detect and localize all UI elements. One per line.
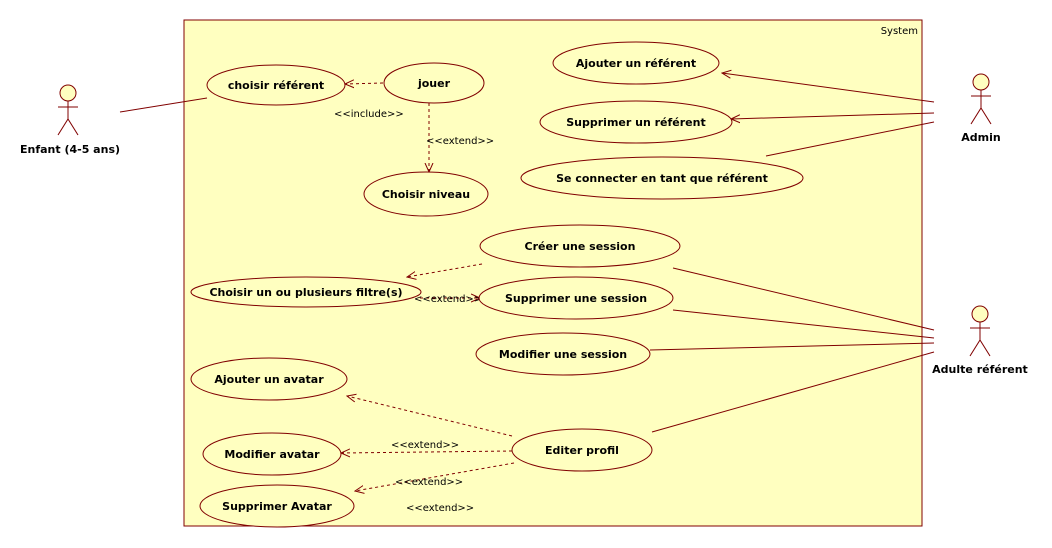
stereotype-extend-bottom: <<extend>> (406, 503, 474, 514)
use-case-label: Editer profil (545, 444, 619, 457)
assoc-admin-supprimer-referent (731, 112, 935, 119)
use-case-supprimer-session: Supprimer une session (478, 276, 674, 320)
use-case-supprimer-avatar: Supprimer Avatar (199, 484, 355, 528)
use-case-choisir-filtres: Choisir un ou plusieurs filtre(s) (190, 276, 422, 308)
actor-enfant: Enfant (4-5 ans) (20, 84, 120, 156)
use-case-label: Créer une session (525, 240, 636, 253)
use-case-modifier-avatar: Modifier avatar (202, 432, 342, 476)
use-case-editer-profil: Editer profil (511, 428, 653, 472)
stereotype-extend-jouer: <<extend>> (426, 136, 494, 147)
dep-creer-session-filtres (407, 263, 483, 277)
use-case-label: Modifier une session (499, 348, 627, 361)
actor-label: Admin (961, 131, 1000, 144)
use-case-label: Ajouter un référent (576, 57, 696, 70)
use-case-label: Choisir niveau (382, 188, 470, 201)
use-case-ajouter-referent: Ajouter un référent (552, 41, 720, 85)
use-case-choisir-niveau: Choisir niveau (363, 171, 489, 217)
stereotype-extend-modifier-avatar: <<extend>> (391, 440, 459, 451)
stereotype-extend-session: <<extend>> (414, 294, 482, 305)
actor-label: Adulte référent (932, 363, 1028, 376)
use-case-label: Supprimer un référent (566, 116, 705, 129)
actor-admin: Admin (961, 73, 1001, 144)
use-case-label: Supprimer Avatar (222, 500, 332, 513)
assoc-adulte-creer-session (672, 267, 935, 331)
assoc-adulte-supprimer-session (672, 309, 935, 339)
use-case-choisir-referent: choisir référent (206, 64, 346, 106)
use-case-label: choisir référent (228, 79, 324, 92)
use-case-creer-session: Créer une session (479, 224, 681, 268)
use-case-label: Supprimer une session (505, 292, 647, 305)
assoc-adulte-modifier-session (649, 342, 935, 351)
assoc-enfant-choisir-referent (119, 97, 208, 113)
actor-label: Enfant (4-5 ans) (20, 143, 120, 156)
use-case-label: Ajouter un avatar (214, 373, 324, 386)
assoc-admin-ajouter-referent (722, 73, 935, 103)
dep-jouer-choisir-referent (345, 83, 384, 84)
stereotype-include: <<include>> (334, 109, 404, 120)
use-case-label: Choisir un ou plusieurs filtre(s) (209, 286, 402, 299)
use-case-supprimer-referent: Supprimer un référent (539, 100, 733, 144)
use-case-label: jouer (417, 77, 451, 90)
assoc-admin-se-connecter (765, 121, 935, 157)
use-case-se-connecter: Se connecter en tant que référent (520, 156, 804, 200)
use-case-label: Modifier avatar (224, 448, 320, 461)
use-case-modifier-session: Modifier une session (475, 332, 651, 376)
actor-adulte-referent: Adulte référent (932, 305, 1028, 376)
assoc-adulte-editer-profil (651, 351, 935, 433)
use-case-jouer: jouer (383, 62, 485, 104)
dep-editer-ajouter-avatar (347, 396, 513, 437)
use-case-label: Se connecter en tant que référent (556, 172, 768, 185)
dep-editer-modifier-avatar (341, 451, 513, 453)
system-title: System (881, 26, 918, 37)
stereotype-extend-supprimer-avatar: <<extend>> (395, 477, 463, 488)
dep-editer-supprimer-avatar (355, 462, 515, 491)
use-case-ajouter-avatar: Ajouter un avatar (190, 357, 348, 401)
